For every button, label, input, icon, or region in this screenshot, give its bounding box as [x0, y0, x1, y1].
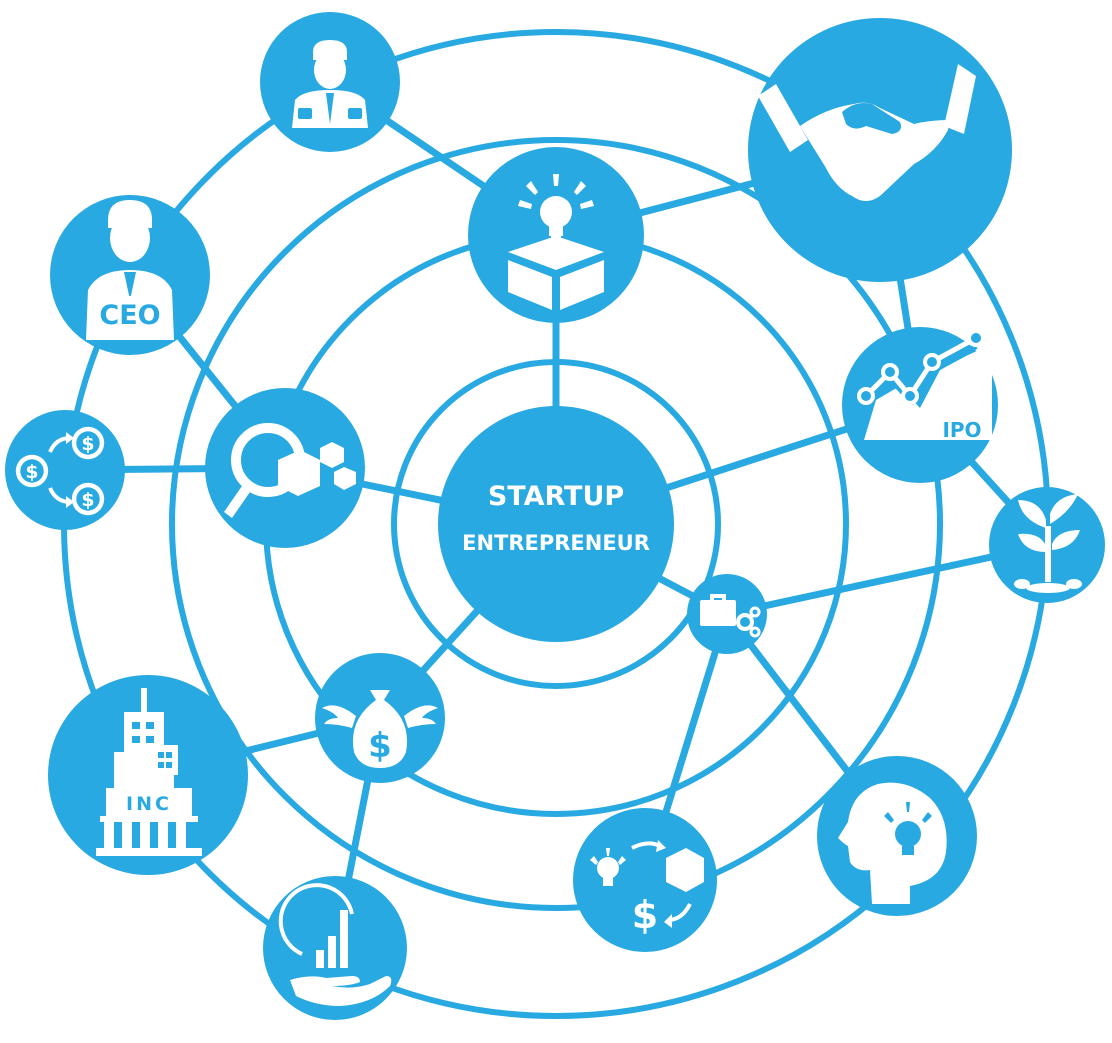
- node-angel-investment: $: [315, 653, 445, 783]
- node-innovation: [817, 756, 977, 916]
- node-executive: [260, 12, 400, 152]
- node-search: [205, 388, 365, 548]
- node-idea-box: [468, 147, 644, 323]
- magnifier-boxes-icon: [224, 423, 356, 518]
- node-monetization: $: [573, 808, 717, 952]
- idea-to-money-cycle-icon: $: [590, 840, 704, 937]
- center-node: STARTUP ENTREPRENEUR: [438, 406, 674, 642]
- ipo-chart-icon: [857, 329, 992, 440]
- node-ipo: IPO: [842, 327, 998, 483]
- node-seed: [989, 487, 1105, 603]
- handshake-icon: [758, 64, 976, 201]
- node-growth: [263, 876, 407, 1020]
- dollar-coins-exchange-icon: [15, 426, 105, 516]
- ceo-badge: CEO: [99, 300, 160, 331]
- executive-speaker-icon: [292, 40, 368, 128]
- center-title: STARTUP: [488, 481, 624, 512]
- node-partnership: [748, 18, 1012, 282]
- node-currency-exchange: [5, 410, 125, 530]
- lightbulb-box-icon: [508, 174, 604, 310]
- inc-building-icon: [96, 688, 202, 856]
- svg-text:$: $: [368, 726, 392, 766]
- node-incorporation: INC: [48, 675, 248, 875]
- ceo-person-icon: [86, 200, 174, 340]
- svg-text:$: $: [632, 893, 658, 937]
- node-business: [687, 574, 767, 654]
- inc-badge: INC: [126, 793, 172, 815]
- ring-third: [169, 137, 943, 911]
- node-ceo: CEO: [50, 195, 210, 355]
- head-lightbulb-icon: [838, 782, 947, 904]
- center-subtitle: ENTREPRENEUR: [462, 531, 650, 555]
- plant-sprout-icon: [1014, 494, 1082, 593]
- hand-bar-chart-icon: [278, 883, 392, 1006]
- briefcase-gears-icon: [700, 594, 761, 638]
- money-bag-wings-icon: $: [322, 690, 438, 768]
- ipo-badge: IPO: [942, 418, 981, 442]
